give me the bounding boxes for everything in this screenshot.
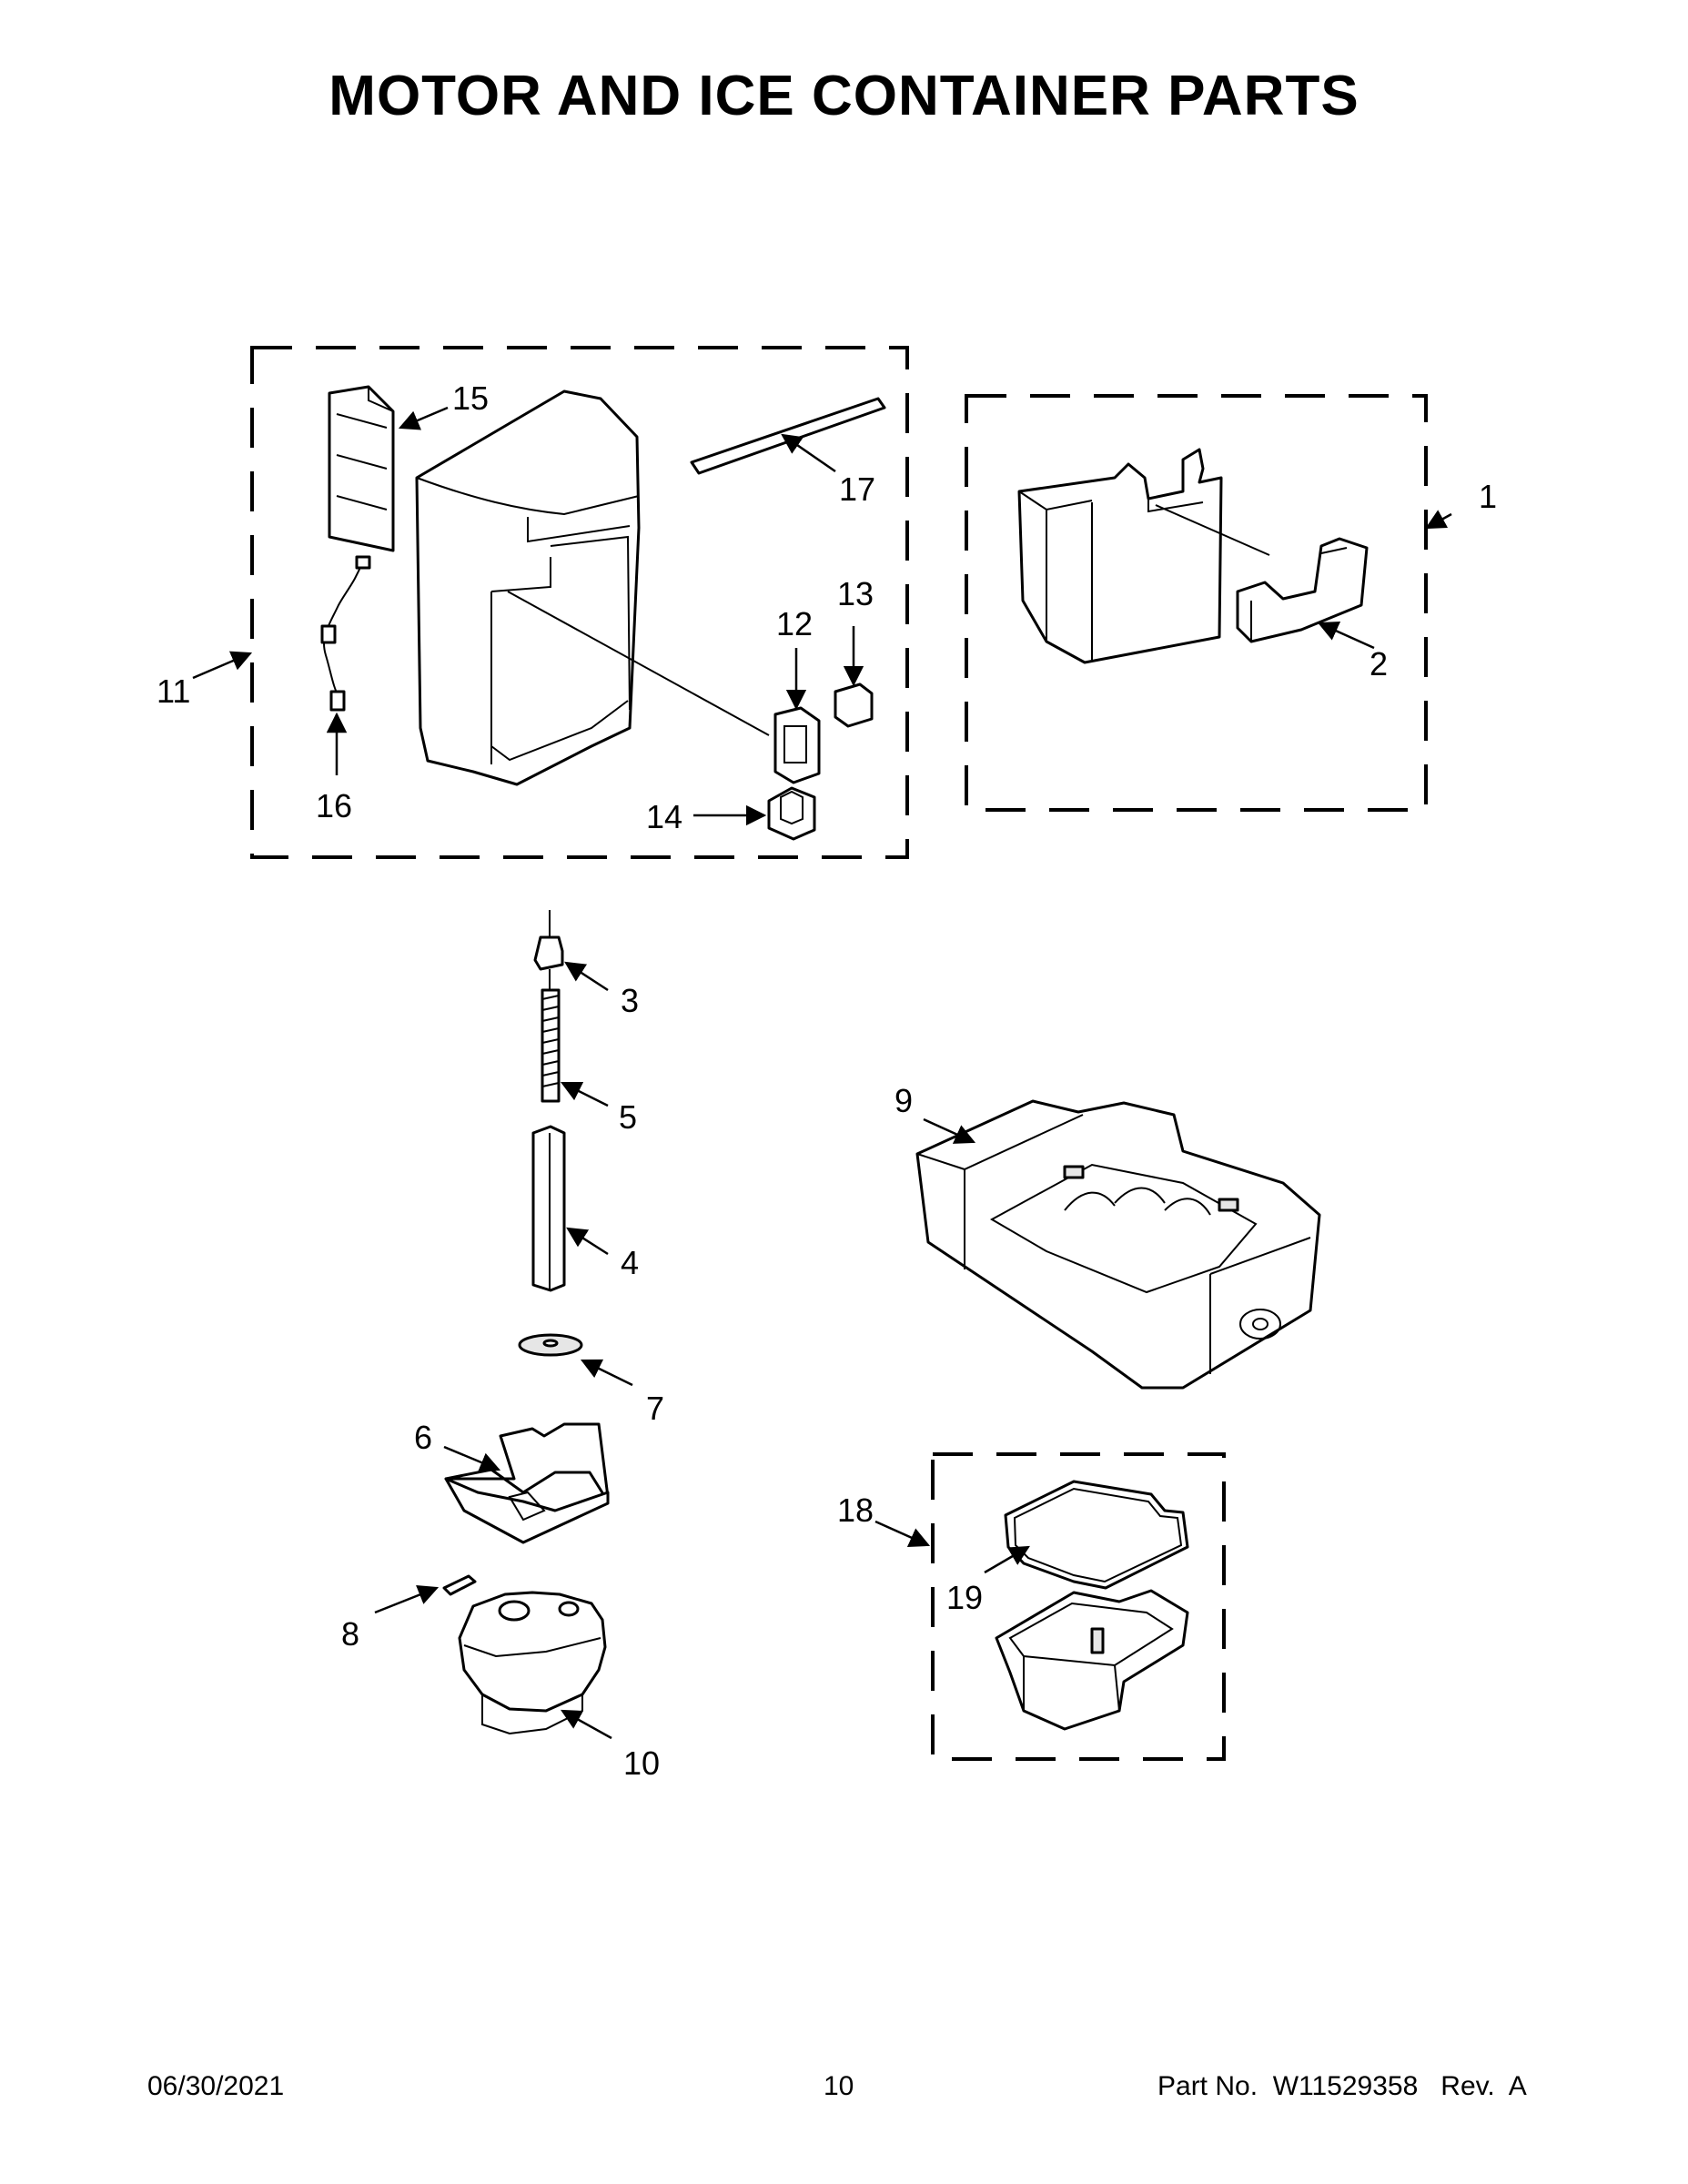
part-15-duct-panel [328,385,395,552]
part-16-wire-harness [320,555,371,712]
callout-10: 10 [623,1744,660,1782]
part-10-motor [458,1591,607,1735]
leader-5 [560,1081,609,1107]
callout-6: 6 [414,1419,432,1456]
page-title: MOTOR AND ICE CONTAINER PARTS [329,65,1359,127]
part-19-gasket [1004,1480,1189,1590]
callout-17: 17 [839,470,875,508]
part-14-solenoid [767,786,816,841]
leader-17 [781,433,836,473]
callout-15: 15 [452,379,489,417]
group-box-11 [250,346,909,859]
callout-1: 1 [1479,478,1497,515]
callout-4: 4 [621,1244,639,1281]
part-12-bracket [773,706,821,784]
leader-9 [923,1117,976,1144]
part-9-ice-maker [915,1099,1321,1390]
callout-12: 12 [776,605,813,642]
auger-stack [518,910,583,1357]
part-11-housing [415,389,641,786]
footer-date: 06/30/2021 [147,2071,285,2101]
leader-18 [874,1520,931,1547]
leader-1 [1425,510,1452,530]
leader-3 [564,961,609,992]
callout-14: 14 [646,798,682,835]
callout-5: 5 [619,1098,637,1136]
connection-line [507,591,770,736]
part-18-housing [995,1589,1189,1731]
part-6-motor-mount [444,1422,610,1544]
part-17-seal-strip [690,397,886,475]
callout-2: 2 [1370,645,1388,682]
leader-11 [192,651,253,680]
part-3-coupler [533,935,564,971]
part-13-switch [834,682,874,728]
group-box-18 [931,1452,1226,1761]
footer-page-number: 10 [824,2071,854,2101]
callout-16: 16 [316,787,352,824]
part-8-gasket [442,1574,477,1596]
callout-8: 8 [341,1615,359,1653]
part-2-bucket-bracket [1236,537,1369,643]
callout-9: 9 [895,1082,913,1119]
leader-7 [580,1359,633,1387]
callout-13: 13 [837,575,874,612]
leader-2 [1317,622,1375,650]
callout-3: 3 [621,982,639,1019]
callout-7: 7 [646,1390,664,1427]
callout-11: 11 [157,672,190,710]
leader-15 [398,406,449,430]
group-box-1 [965,394,1428,812]
leader-4 [566,1227,609,1256]
callout-18: 18 [837,1491,874,1529]
leader-6 [443,1445,501,1472]
part-1-ice-bucket [1017,448,1270,664]
footer-part-number: Part No. W11529358 Rev. A [1157,2071,1527,2101]
callout-19: 19 [946,1579,983,1616]
leader-19 [984,1545,1030,1574]
leader-10 [561,1709,612,1740]
leader-8 [374,1585,440,1614]
